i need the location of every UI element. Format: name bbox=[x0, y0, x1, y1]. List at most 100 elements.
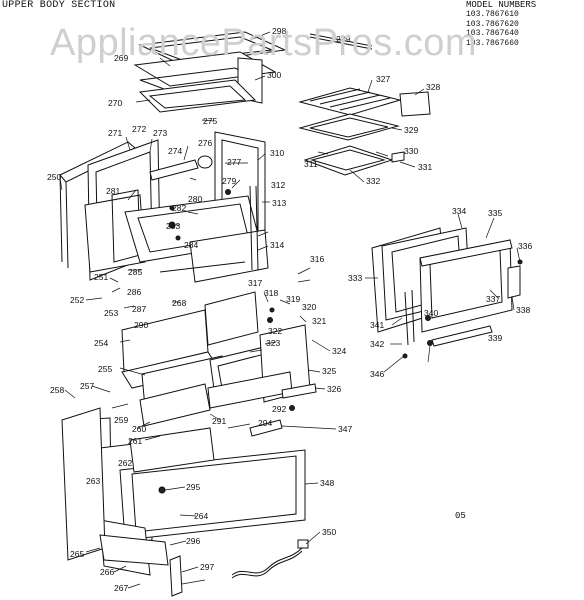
callout: 296 bbox=[186, 536, 200, 546]
callout: 255 bbox=[98, 364, 112, 374]
callout: 316 bbox=[310, 254, 324, 264]
callout: 333 bbox=[348, 273, 362, 283]
callout: 271 bbox=[108, 128, 122, 138]
broiler-grid-326 bbox=[298, 87, 402, 116]
callout: 300 bbox=[267, 70, 281, 80]
callout: 339 bbox=[488, 333, 502, 343]
callout-labels: 250 251 252 253 254 255 257 258 259 260 … bbox=[47, 26, 532, 593]
callout: 347 bbox=[338, 424, 352, 434]
callout: 335 bbox=[488, 208, 502, 218]
cooktop-assembly bbox=[133, 31, 373, 113]
callout: 291 bbox=[212, 416, 226, 426]
callout: 341 bbox=[370, 320, 384, 330]
callout: 292 bbox=[272, 404, 286, 414]
callout: 266 bbox=[100, 567, 114, 577]
callout: 329 bbox=[404, 125, 418, 135]
callout: 283 bbox=[166, 221, 180, 231]
base-266 bbox=[99, 534, 169, 566]
callout: 276 bbox=[198, 138, 212, 148]
bottom-347 bbox=[119, 449, 306, 541]
callout: 326 bbox=[327, 384, 341, 394]
panel-316 bbox=[204, 291, 259, 346]
callout: 253 bbox=[104, 308, 118, 318]
lower-body-panels bbox=[61, 291, 317, 597]
callout: 299 bbox=[336, 34, 350, 44]
callout: 346 bbox=[370, 369, 384, 379]
callout: 263 bbox=[86, 476, 100, 486]
callout: 261 bbox=[128, 436, 142, 446]
callout: 265 bbox=[70, 549, 84, 559]
callout: 317 bbox=[248, 278, 262, 288]
callout: 262 bbox=[118, 458, 132, 468]
callout: 260 bbox=[132, 424, 146, 434]
model-number: 103.7867660 bbox=[466, 38, 519, 48]
broiler-parts bbox=[298, 87, 431, 176]
callout: 298 bbox=[272, 26, 286, 36]
model-number: 103.7867620 bbox=[466, 19, 519, 29]
callout: 325 bbox=[322, 366, 336, 376]
model-numbers-list: 103.7867610 103.7867620 103.7867640 103.… bbox=[466, 10, 519, 48]
callout: 319 bbox=[286, 294, 300, 304]
diagram-code: 05 bbox=[455, 511, 466, 521]
front-panel-313 bbox=[189, 229, 269, 283]
section-title: UPPER BODY SECTION bbox=[2, 0, 116, 11]
callout: 268 bbox=[172, 298, 186, 308]
hinge-337 bbox=[507, 265, 521, 299]
model-numbers-heading: MODEL NUMBERS bbox=[466, 0, 537, 10]
callout: 277 bbox=[227, 157, 241, 167]
callout: 340 bbox=[424, 308, 438, 318]
callout: 258 bbox=[50, 385, 64, 395]
callout: 321 bbox=[312, 316, 326, 326]
drawer-front-292 bbox=[129, 427, 215, 473]
callout: 287 bbox=[132, 304, 146, 314]
callout: 284 bbox=[184, 240, 198, 250]
callout: 320 bbox=[302, 302, 316, 312]
callout: 269 bbox=[114, 53, 128, 63]
callout: 264 bbox=[194, 511, 208, 521]
callout: 313 bbox=[272, 198, 286, 208]
callout: 290 bbox=[134, 320, 148, 330]
leader-lines bbox=[59, 31, 521, 589]
callout: 270 bbox=[108, 98, 122, 108]
callout: 257 bbox=[80, 381, 94, 391]
callout: 342 bbox=[370, 339, 384, 349]
callout: 323 bbox=[266, 338, 280, 348]
callout: 336 bbox=[518, 241, 532, 251]
callout: 312 bbox=[271, 180, 285, 190]
rail-325 bbox=[281, 383, 317, 399]
callout: 331 bbox=[418, 162, 432, 172]
callout: 330 bbox=[404, 146, 418, 156]
callout: 318 bbox=[264, 288, 278, 298]
callout: 285 bbox=[128, 267, 142, 277]
callout: 327 bbox=[376, 74, 390, 84]
callout: 282 bbox=[172, 203, 186, 213]
callout: 294 bbox=[258, 418, 272, 428]
callout: 254 bbox=[94, 338, 108, 348]
callout: 332 bbox=[366, 176, 380, 186]
callout: 275 bbox=[203, 116, 217, 126]
callout: 338 bbox=[516, 305, 530, 315]
oven-door-assembly bbox=[371, 227, 523, 359]
callout: 252 bbox=[70, 295, 84, 305]
callout: 274 bbox=[168, 146, 182, 156]
callout: 250 bbox=[47, 172, 61, 182]
callout: 295 bbox=[186, 482, 200, 492]
power-cord-348 bbox=[231, 539, 309, 579]
broiler-pan-328 bbox=[298, 113, 400, 141]
callout: 314 bbox=[270, 240, 284, 250]
callout: 322 bbox=[268, 326, 282, 336]
callout: 280 bbox=[188, 194, 202, 204]
strip-338 bbox=[431, 325, 493, 347]
model-number: 103.7867640 bbox=[466, 29, 519, 38]
callout: 267 bbox=[114, 583, 128, 593]
callout: 279 bbox=[222, 176, 236, 186]
top-frame-297 bbox=[138, 31, 287, 65]
callout: 328 bbox=[426, 82, 440, 92]
callout: 251 bbox=[94, 272, 108, 282]
callout: 310 bbox=[270, 148, 284, 158]
callout: 286 bbox=[127, 287, 141, 297]
bracket-296 bbox=[169, 555, 183, 597]
callout: 259 bbox=[114, 415, 128, 425]
callout: 297 bbox=[200, 562, 214, 572]
